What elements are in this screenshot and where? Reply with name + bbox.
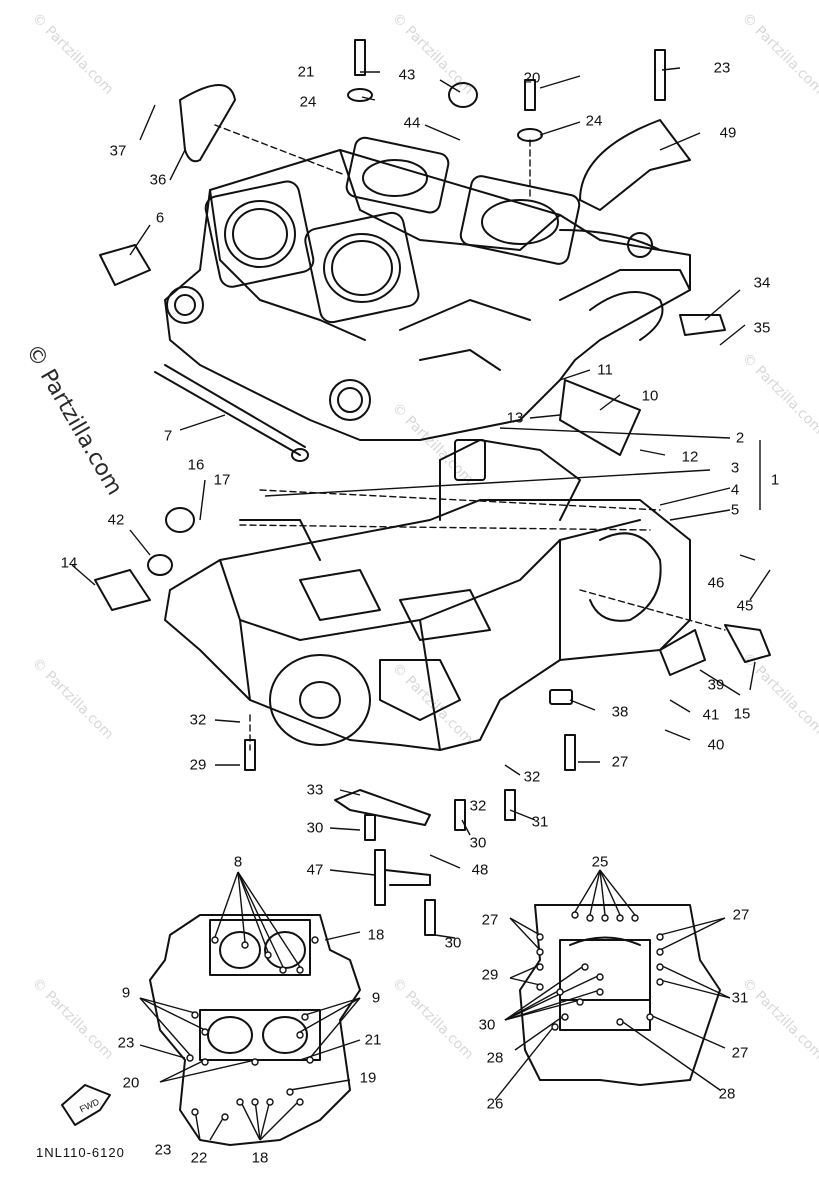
diagram-code: 1NL110-6120	[36, 1145, 125, 1160]
bracket-33	[334, 789, 431, 826]
callout-10: 10	[641, 387, 659, 405]
callout-27c: 27	[732, 906, 750, 924]
callout-12: 12	[681, 448, 699, 466]
plug-6	[99, 244, 151, 286]
callout-33: 33	[306, 781, 324, 799]
callout-23a: 23	[713, 59, 731, 77]
callout-23c: 23	[154, 1141, 172, 1159]
callout-35: 35	[753, 319, 771, 337]
callout-43: 43	[398, 66, 416, 84]
callout-6: 6	[155, 209, 165, 227]
callout-9a: 9	[121, 984, 131, 1002]
callout-32a: 32	[189, 711, 207, 729]
callout-47: 47	[306, 861, 324, 879]
callout-5: 5	[730, 501, 740, 519]
callout-45: 45	[736, 597, 754, 615]
plug-14	[94, 569, 151, 611]
callout-29a: 29	[189, 756, 207, 774]
bracket-36	[179, 84, 236, 163]
callout-22: 22	[190, 1149, 208, 1167]
callout-25: 25	[591, 853, 609, 871]
pipe-47	[374, 849, 386, 906]
callout-18b: 18	[251, 1149, 269, 1167]
callout-42: 42	[107, 511, 125, 529]
lower-crankcase	[164, 439, 691, 751]
callout-9b: 9	[371, 989, 381, 1007]
callout-29b: 29	[481, 966, 499, 984]
tube-pipe	[154, 371, 301, 456]
upper-crankcase	[164, 136, 691, 441]
cylinder-head-view	[149, 914, 361, 1146]
callout-30d: 30	[478, 1016, 496, 1034]
callout-19: 19	[359, 1069, 377, 1087]
callout-30c: 30	[444, 934, 462, 952]
callout-7: 7	[163, 427, 173, 445]
callout-2: 2	[735, 429, 745, 447]
callout-30a: 30	[306, 819, 324, 837]
callout-11: 11	[597, 361, 613, 379]
callout-27b: 27	[481, 911, 499, 929]
callout-21b: 21	[364, 1031, 382, 1049]
bracket-49	[579, 119, 691, 211]
callout-36: 36	[149, 171, 167, 189]
callout-14: 14	[60, 554, 78, 572]
callout-13: 13	[506, 409, 524, 427]
callout-24b: 24	[585, 112, 603, 130]
callout-15: 15	[733, 705, 751, 723]
callout-17: 17	[213, 471, 231, 489]
fwd-arrow-icon	[61, 1084, 111, 1126]
callout-18a: 18	[367, 926, 385, 944]
callout-30b: 30	[469, 834, 487, 852]
callout-28a: 28	[486, 1049, 504, 1067]
callout-21a: 21	[297, 63, 315, 81]
callout-41: 41	[702, 706, 720, 724]
oil-passage-plate	[559, 379, 641, 456]
callout-32b: 32	[523, 768, 541, 786]
plug-15	[724, 624, 771, 663]
callout-31b: 31	[731, 989, 749, 1007]
callout-31a: 31	[531, 813, 549, 831]
tube-pipe-2	[164, 364, 306, 448]
callout-32c: 32	[469, 797, 487, 815]
callout-34: 34	[753, 274, 771, 292]
callout-38: 38	[611, 703, 629, 721]
callout-20b: 20	[122, 1074, 140, 1092]
callout-39: 39	[707, 676, 725, 694]
callout-23b: 23	[117, 1034, 135, 1052]
callout-3: 3	[730, 459, 740, 477]
callout-44: 44	[403, 114, 421, 132]
callout-28b: 28	[718, 1085, 736, 1103]
callout-46: 46	[707, 574, 725, 592]
callout-40: 40	[707, 736, 725, 754]
callout-1: 1	[770, 471, 780, 489]
callout-24a: 24	[299, 93, 317, 111]
fwd-label-box: FWD	[78, 1096, 101, 1114]
callout-26: 26	[486, 1095, 504, 1113]
callout-8: 8	[233, 853, 243, 871]
callout-16: 16	[187, 456, 205, 474]
callout-48: 48	[471, 861, 489, 879]
callout-4: 4	[730, 481, 740, 499]
callout-37: 37	[109, 142, 127, 160]
crankcase-bottom-view	[519, 904, 721, 1086]
callout-27d: 27	[731, 1044, 749, 1062]
callout-20a: 20	[523, 69, 541, 87]
callout-49: 49	[719, 124, 737, 142]
fwd-label: FWD	[78, 1096, 101, 1114]
callout-27a: 27	[611, 753, 629, 771]
